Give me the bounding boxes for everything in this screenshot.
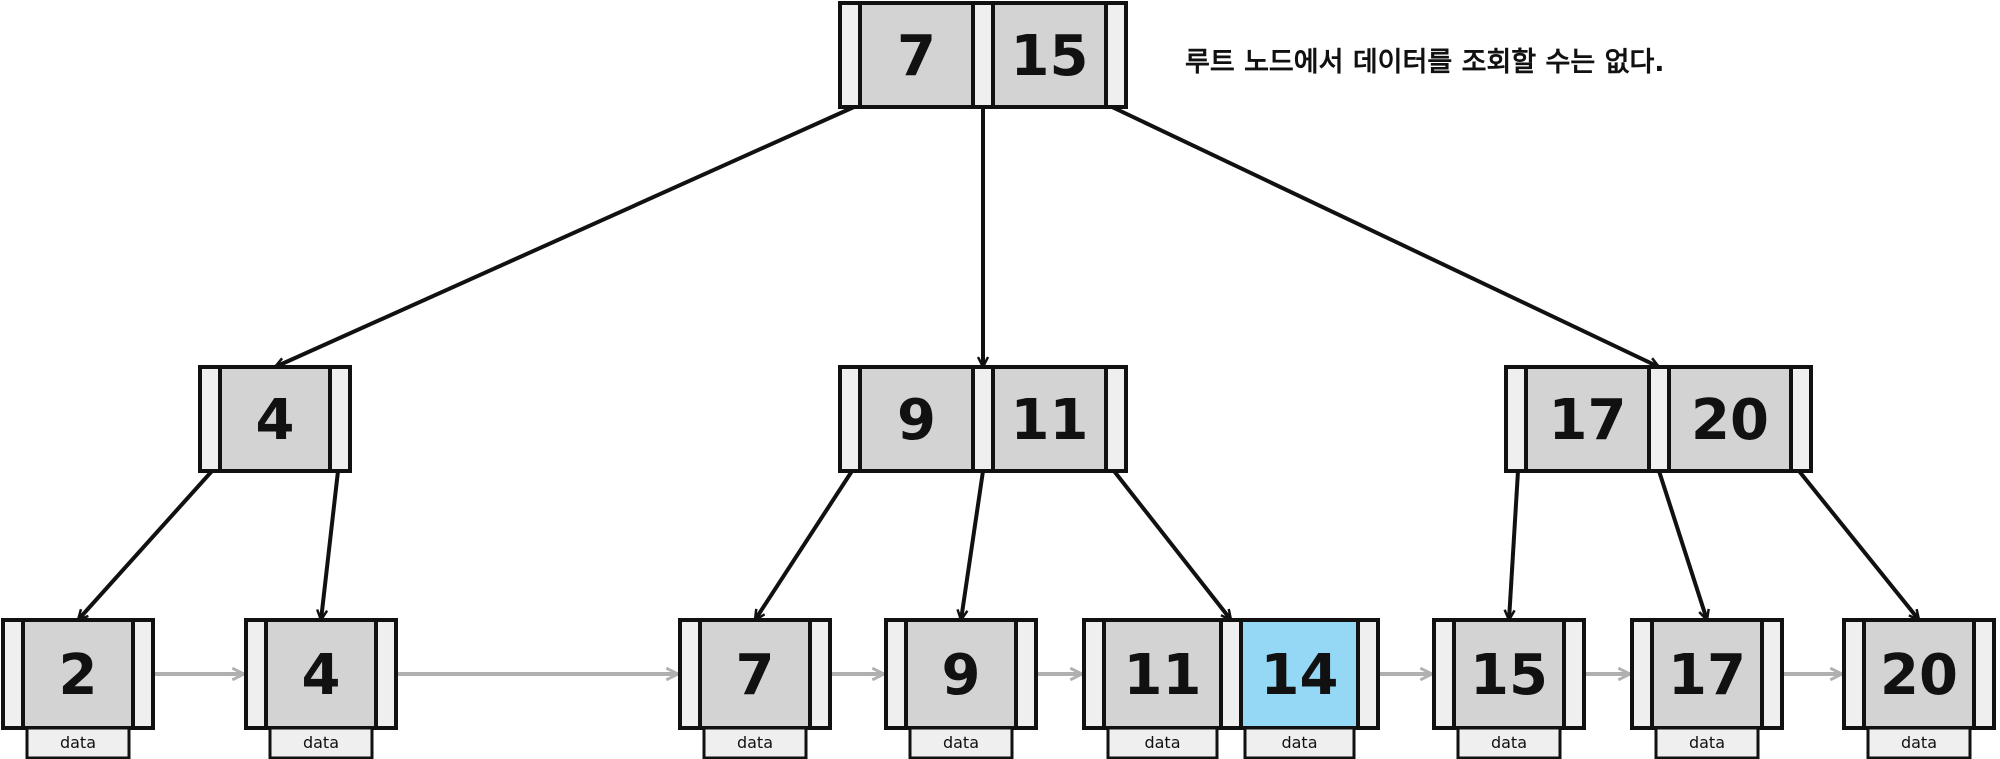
leaf-node: 17 data: [1630, 618, 1784, 759]
leaf-node-data-box: [268, 726, 374, 759]
edge-root-to-internal: [275, 105, 855, 369]
leaf-node: 15 data: [1432, 618, 1586, 759]
leaf-node-key-cell: [1862, 618, 1976, 730]
leaf-node-data-label: data: [1281, 733, 1317, 752]
tree-edges: [78, 105, 1919, 620]
edge-internal-to-leaf: [1797, 469, 1919, 620]
internal-node-key-label: 11: [1011, 388, 1089, 453]
leaf-node-data-label: data: [1689, 733, 1725, 752]
internal-node-key-cell: [991, 365, 1108, 473]
leaf-node-data-label: data: [303, 733, 339, 752]
leaf-node: 7 data: [678, 618, 832, 759]
leaf-node-key-label: 2: [59, 643, 98, 708]
leaf-node: 2 data: [1, 618, 155, 759]
leaf-node-data-label: data: [943, 733, 979, 752]
leaf-node-key-cell: [698, 618, 812, 730]
internal-node-key-label: 4: [256, 388, 295, 453]
leaf-node-data-box: [908, 726, 1014, 759]
leaf-node-data-box: [1243, 726, 1356, 759]
internal-node: 4: [198, 365, 352, 473]
leaf-node-data-box: [1106, 726, 1219, 759]
leaf-node: 20 data: [1842, 618, 1996, 759]
root-node-key-label: 15: [1011, 24, 1089, 89]
leaf-node-data-label: data: [1144, 733, 1180, 752]
leaf-node-data-label: data: [1491, 733, 1527, 752]
leaf-node-data-box: [25, 726, 131, 759]
leaf-node-key-label: 20: [1880, 643, 1958, 708]
leaf-node-data-label: data: [737, 733, 773, 752]
internal-node-key-cell: [1524, 365, 1651, 473]
leaf-node-data-label: data: [1901, 733, 1937, 752]
leaf-node-data-box: [1456, 726, 1562, 759]
leaf-node-data-box: [1866, 726, 1972, 759]
internal-node-key-label: 9: [897, 388, 936, 453]
leaf-node: 11 data 14 data: [1082, 618, 1380, 759]
leaf-node: 4 data: [244, 618, 398, 759]
leaf-node-data-label: data: [60, 733, 96, 752]
internal-node-key-label: 20: [1691, 388, 1769, 453]
edge-internal-to-leaf: [321, 470, 340, 620]
edge-internal-to-leaf: [78, 469, 214, 620]
internal-node-key-label: 17: [1549, 388, 1627, 453]
edge-internal-to-leaf: [1112, 469, 1231, 620]
leaf-node-key-label: 15: [1470, 643, 1548, 708]
root-node: 7 15: [838, 1, 1128, 109]
note-text: 루트 노드에서 데이터를 조회할 수는 없다.: [1185, 47, 1665, 78]
leaf-node-key-label: 14: [1261, 643, 1339, 708]
edge-internal-to-leaf: [753, 469, 854, 620]
edge-internal-to-leaf: [961, 470, 985, 620]
root-node-key-label: 7: [897, 24, 936, 89]
leaf-node-data-box: [1654, 726, 1760, 759]
leaf-node-data-box: [702, 726, 808, 759]
internal-node: 9 11: [838, 365, 1128, 473]
leaf-node-key-cell: [1102, 618, 1223, 730]
internal-node-key-cell: [1667, 365, 1793, 473]
internal-node-key-cell: [218, 365, 332, 473]
leaf-node: 9 data: [884, 618, 1038, 759]
edge-internal-to-leaf: [1509, 470, 1520, 620]
leaf-node-key-label: 11: [1124, 643, 1202, 708]
leaf-node-key-label: 7: [736, 643, 775, 708]
edge-internal-to-leaf: [1657, 470, 1707, 620]
leaf-node-key-cell: [1650, 618, 1764, 730]
leaf-node-key-label: 17: [1668, 643, 1746, 708]
edge-root-to-internal: [1111, 105, 1659, 369]
leaf-node-key-label: 4: [302, 643, 341, 708]
internal-node-key-cell: [858, 365, 975, 473]
leaf-node-key-cell: [1239, 618, 1360, 730]
leaf-node-key-label: 9: [942, 643, 981, 708]
root-node-key-cell: [858, 1, 975, 109]
root-node-key-cell: [991, 1, 1108, 109]
